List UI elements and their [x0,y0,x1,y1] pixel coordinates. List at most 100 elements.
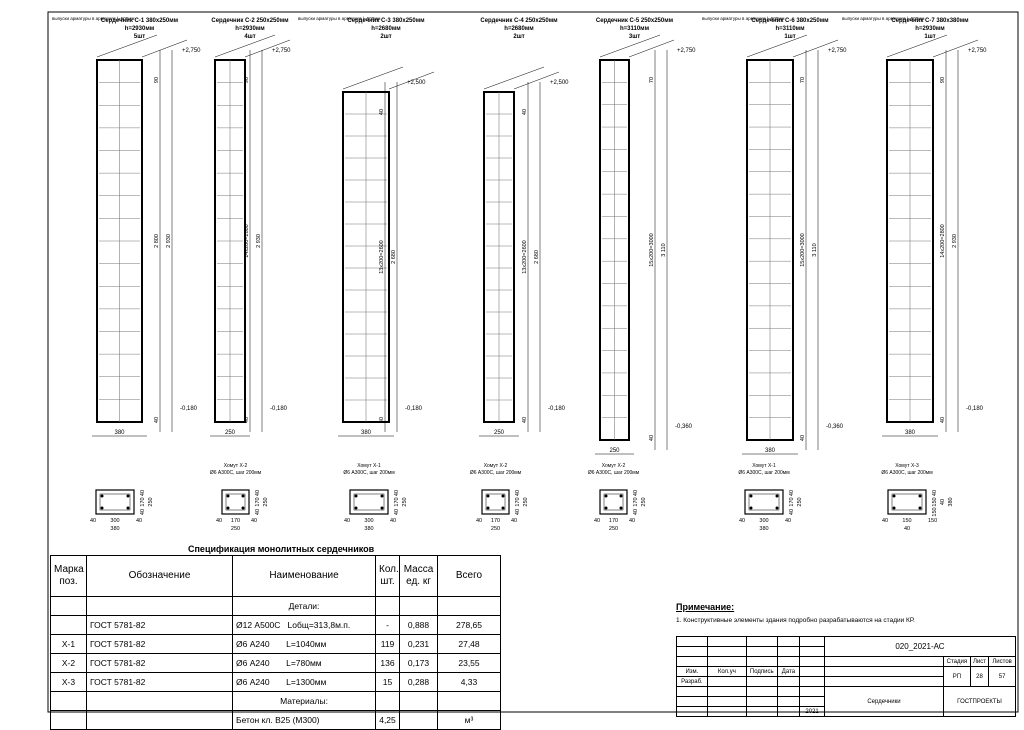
dimension-label: 40 [940,417,946,423]
width-label: 250 [225,430,236,436]
tb-col-koluch: Кол.уч [706,666,747,677]
section-outline [221,489,250,515]
level-mark-bottom: -0,360 [826,424,844,430]
section-dim: 250 [797,497,803,506]
section-dim: 40 [789,490,795,496]
leader-line [886,34,948,58]
dimension-label: 14х200=2800 [244,224,250,258]
spec-cell-mark [50,615,87,635]
leader-line [96,34,158,58]
section-dim: 170 [255,497,261,506]
spec-cell-name: Ø6 А240 L=1040мм [232,634,376,654]
section-dim: 150 [928,518,937,524]
level-mark-top: +2,750 [182,48,201,54]
section-dim: 170 [491,518,500,524]
dimension-label: 40 [522,109,528,115]
column-title: Сердечник С-7 380х380мм [891,18,969,24]
section-outline [349,489,389,515]
rebar-note: выпуски арматуры в армопояс l=500мм [702,16,785,21]
column-qty: 5шт [134,34,145,40]
dimension-label: 40 [154,417,160,423]
level-mark-bottom: -0,180 [180,406,198,412]
rebar-dot [604,494,608,498]
dimension-label: 90 [244,77,250,83]
section-outline [744,489,784,515]
rebar-dot [501,506,505,510]
leader-line [342,66,404,90]
rebar-dot [775,494,779,498]
clamp-label: Хомут Х-2 [224,463,248,469]
spec-cell-mark: Х-3 [50,672,87,692]
spec-cell-qty: 136 [375,653,400,673]
section-dim: 40 [629,518,635,524]
tb-col-data: Дата [776,666,801,677]
tb-org: ГОСТПРОЕКТЫ [943,686,1016,717]
dimension-label: 2 680 [534,250,540,264]
spec-header-mark: Марка поз. [50,555,87,597]
spec-header-qty: Кол. шт. [375,555,400,597]
spec-header-doc: Обозначение [86,555,233,597]
rebar-dot [501,494,505,498]
section-dim: 250 [491,526,500,532]
section-dim: 170 [515,497,521,506]
column-title: Сердечник С-4 250х250мм [480,18,558,24]
title-block: 020_2021-АС Стадия Лист Листов Изм. Кол.… [676,636,1017,717]
spec-header-total: Всего [437,555,501,597]
section-dim: 40 [594,518,600,524]
section-dim: 40 [633,509,639,515]
section-dim: 170 [231,518,240,524]
spec-cell-total: 278,65 [437,615,501,635]
column-title: Сердечник С-5 250х250мм [596,18,674,24]
section-dim: 40 [515,490,521,496]
section-dim: 40 [785,518,791,524]
rebar-dot [354,494,358,498]
column-title: Сердечник С-2 250х250мм [211,18,289,24]
section-dim: 40 [255,509,261,515]
rebar-dot [619,506,623,510]
column-qty: 2шт [513,34,524,40]
section-dim: 150 [932,507,938,516]
level-mark-top: +2,750 [272,48,291,54]
section-dim: 170 [609,518,618,524]
clamp-label: Хомут Х-2 [602,463,626,469]
section-stirrup [891,493,923,511]
spec-cell-total: 27,48 [437,634,501,654]
section-dim: 40 [216,518,222,524]
column-height: h=2930мм [125,26,155,32]
section-dim: 40 [515,509,521,515]
level-mark-bottom: -0,360 [675,424,693,430]
dimension-label: 2 930 [952,234,958,248]
section-dim: 40 [140,509,146,515]
width-label: 380 [114,430,125,436]
rebar-dot [100,494,104,498]
section-dim: 300 [110,518,119,524]
rebar-dot [100,506,104,510]
tb-year: 2021 [799,706,825,717]
column-title: Сердечник С-6 380х250мм [751,18,829,24]
column-qty: 2шт [380,34,391,40]
section-dim: 250 [609,526,618,532]
rebar-dot [126,494,130,498]
table-row: Х-1 ГОСТ 5781-82 Ø6 А240 L=1040мм 119 0,… [50,634,501,654]
leader-line [214,34,276,58]
dimension-label: 40 [379,109,385,115]
clamp-label: Ø6 А300С, шаг 200мм [588,470,640,476]
leader-line [483,66,545,90]
clamp-label: Ø6 А300С, шаг 200мм [738,470,790,476]
section-stirrup [603,493,624,511]
tb-razrab: Разраб. [676,676,708,687]
spec-cell-name: Ø6 А240 L=780мм [232,653,376,673]
section-outline [481,489,510,515]
tb-sheets: 57 [988,666,1016,687]
width-label: 380 [905,430,916,436]
rebar-dot [226,506,230,510]
dimension-label: 90 [940,77,946,83]
section-dim: 40 [739,518,745,524]
spec-section-label: Материалы: [232,691,376,711]
section-dim: 380 [364,526,373,532]
section-dim: 40 [251,518,257,524]
tb-sheets-label: Листов [988,656,1016,667]
column-title: Сердечник С-3 380х250мм [347,18,425,24]
clamp-label: Хомут Х-2 [484,463,508,469]
